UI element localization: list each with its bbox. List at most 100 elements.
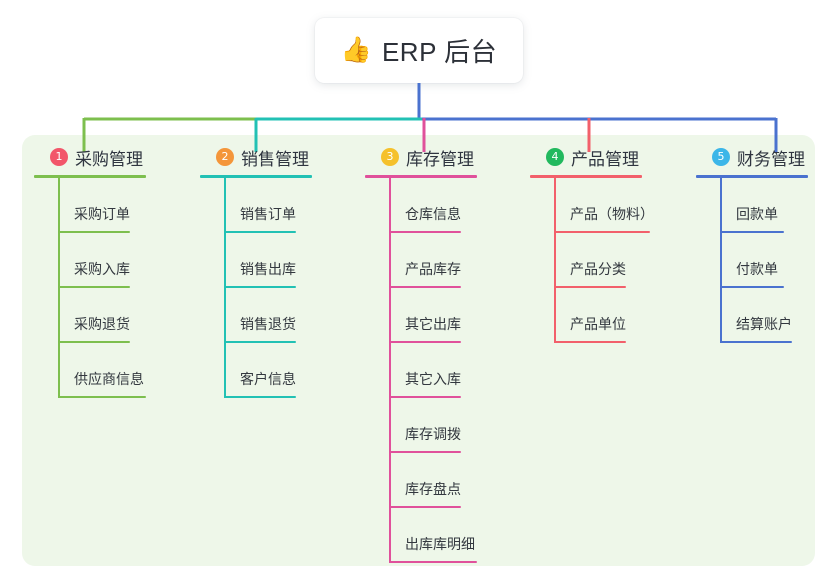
leaf-label: 销售退货: [240, 316, 296, 332]
branch-column-4: 4 产品管理产品（物料） 产品分类产品单位: [530, 145, 654, 343]
leaf-label: 销售出库: [240, 261, 296, 277]
branch-underline: [365, 175, 477, 178]
leaf-label: 产品分类: [570, 261, 626, 277]
branch-underline: [34, 175, 146, 178]
leaf-label: 产品库存: [405, 261, 461, 277]
leaf-label: 供应商信息: [74, 371, 144, 387]
branch-header-1[interactable]: 1 采购管理: [34, 145, 146, 169]
leaf-label: 仓库信息: [405, 206, 461, 222]
branch-title: 销售管理: [241, 149, 309, 169]
leaf-label: 采购订单: [74, 206, 130, 222]
root-title: ERP 后台: [381, 37, 498, 67]
leaf-label: 其它入库: [405, 371, 461, 387]
leaf-label: 库存盘点: [405, 481, 461, 497]
leaf-rule: [389, 231, 461, 233]
branch-column-2: 2 销售管理销售订单销售出库销售退货客户信息: [200, 145, 312, 398]
branch-title: 库存管理: [406, 149, 474, 169]
leaf-item[interactable]: 产品单位: [530, 288, 642, 343]
leaf-rule: [554, 286, 626, 288]
branch-column-3: 3 库存管理仓库信息产品库存其它出库其它入库库存调拨库存盘点出库库明细: [365, 145, 477, 563]
leaf-label: 其它出库: [405, 316, 461, 332]
leaf-rule: [389, 341, 461, 343]
leaf-list: 产品（物料） 产品分类产品单位: [530, 178, 654, 343]
leaf-label: 付款单: [736, 261, 778, 277]
leaf-label: 回款单: [736, 206, 778, 222]
branch-badge-icon: 2: [216, 148, 234, 166]
leaf-item[interactable]: 销售订单: [200, 178, 312, 233]
leaf-item[interactable]: 其它出库: [365, 288, 477, 343]
branches-panel: [22, 135, 815, 566]
leaf-rule: [224, 286, 296, 288]
leaf-item[interactable]: 销售退货: [200, 288, 312, 343]
branch-header-5[interactable]: 5 财务管理: [696, 145, 808, 169]
leaf-label: 采购入库: [74, 261, 130, 277]
branch-header-2[interactable]: 2 销售管理: [200, 145, 312, 169]
branch-underline: [696, 175, 808, 178]
leaf-label: 产品（物料）: [570, 206, 654, 222]
leaf-rule: [58, 341, 130, 343]
leaf-rule: [720, 231, 784, 233]
branch-spine: [720, 178, 722, 343]
branch-title: 采购管理: [75, 149, 143, 169]
leaf-item[interactable]: 采购入库: [34, 233, 146, 288]
branch-spine: [554, 178, 556, 343]
leaf-rule: [389, 396, 461, 398]
branch-title: 产品管理: [571, 149, 639, 169]
leaf-label: 出库库明细: [405, 536, 475, 552]
branch-spine: [389, 178, 391, 563]
leaf-item[interactable]: 供应商信息: [34, 343, 146, 398]
leaf-rule: [224, 341, 296, 343]
branch-column-1: 1 采购管理采购订单采购入库采购退货供应商信息: [34, 145, 146, 398]
branch-badge-icon: 5: [712, 148, 730, 166]
thumbs-up-icon: 👍: [340, 36, 372, 64]
leaf-rule: [554, 341, 626, 343]
leaf-list: 采购订单采购入库采购退货供应商信息: [34, 178, 146, 398]
leaf-item[interactable]: 库存调拨: [365, 398, 477, 453]
branch-column-5: 5 财务管理回款单付款单结算账户: [696, 145, 808, 343]
leaf-rule: [389, 286, 461, 288]
leaf-rule: [389, 561, 477, 563]
leaf-rule: [389, 506, 461, 508]
branch-header-4[interactable]: 4 产品管理: [530, 145, 642, 169]
leaf-rule: [720, 286, 784, 288]
leaf-item[interactable]: 其它入库: [365, 343, 477, 398]
branch-spine: [58, 178, 60, 398]
leaf-label: 产品单位: [570, 316, 626, 332]
leaf-item[interactable]: 结算账户: [696, 288, 808, 343]
leaf-label: 采购退货: [74, 316, 130, 332]
leaf-list: 仓库信息产品库存其它出库其它入库库存调拨库存盘点出库库明细: [365, 178, 477, 563]
leaf-item[interactable]: 采购退货: [34, 288, 146, 343]
leaf-item[interactable]: 出库库明细: [365, 508, 477, 563]
leaf-item[interactable]: 产品库存: [365, 233, 477, 288]
branch-badge-icon: 1: [50, 148, 68, 166]
leaf-label: 销售订单: [240, 206, 296, 222]
branch-underline: [200, 175, 312, 178]
leaf-rule: [224, 396, 296, 398]
leaf-item[interactable]: 库存盘点: [365, 453, 477, 508]
leaf-rule: [58, 231, 130, 233]
leaf-item[interactable]: 产品（物料）: [530, 178, 654, 233]
leaf-rule: [720, 341, 792, 343]
branch-underline: [530, 175, 642, 178]
leaf-item[interactable]: 产品分类: [530, 233, 642, 288]
branch-header-3[interactable]: 3 库存管理: [365, 145, 477, 169]
leaf-item[interactable]: 回款单: [696, 178, 808, 233]
leaf-item[interactable]: 付款单: [696, 233, 808, 288]
branch-badge-icon: 4: [546, 148, 564, 166]
leaf-rule: [389, 451, 461, 453]
branch-badge-icon: 3: [381, 148, 399, 166]
leaf-rule: [58, 286, 130, 288]
leaf-rule: [554, 231, 650, 233]
leaf-list: 回款单付款单结算账户: [696, 178, 808, 343]
leaf-rule: [224, 231, 296, 233]
leaf-item[interactable]: 客户信息: [200, 343, 312, 398]
root-node[interactable]: 👍 ERP 后台: [315, 18, 523, 83]
leaf-list: 销售订单销售出库销售退货客户信息: [200, 178, 312, 398]
branch-title: 财务管理: [737, 149, 805, 169]
leaf-label: 结算账户: [736, 316, 792, 332]
leaf-label: 客户信息: [240, 371, 296, 387]
leaf-item[interactable]: 采购订单: [34, 178, 146, 233]
leaf-item[interactable]: 仓库信息: [365, 178, 477, 233]
leaf-item[interactable]: 销售出库: [200, 233, 312, 288]
